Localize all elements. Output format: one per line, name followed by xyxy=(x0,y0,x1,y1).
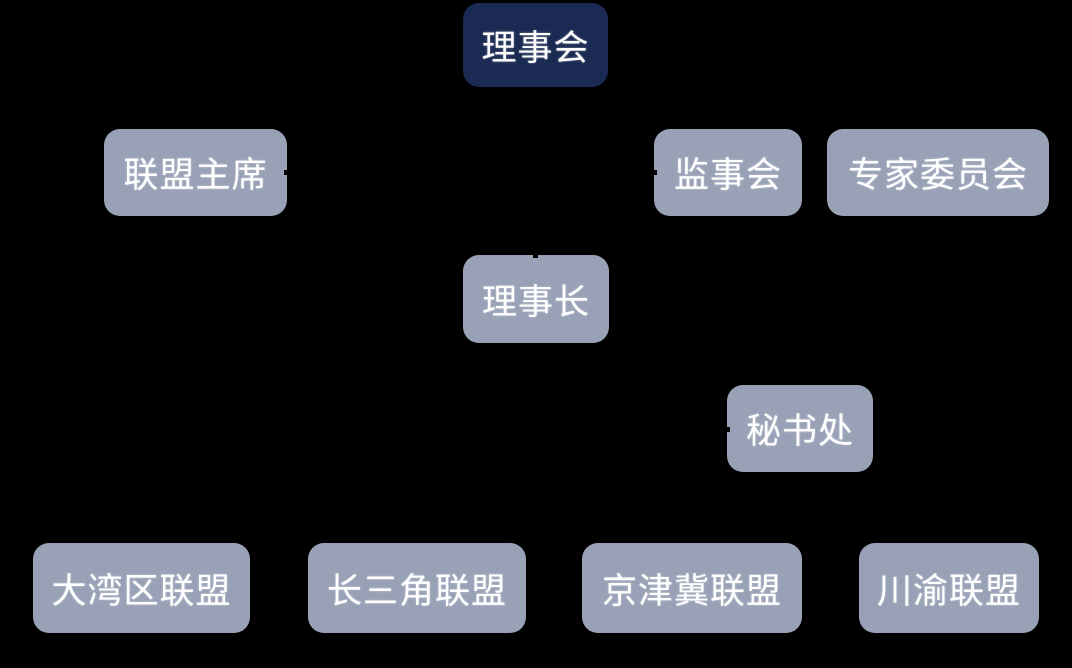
connector-stub xyxy=(654,170,657,175)
node-alliance-chairman: 联盟主席 xyxy=(104,129,287,216)
node-greater-bay-area-alliance: 大湾区联盟 xyxy=(33,543,250,633)
connector-stub xyxy=(727,427,730,432)
node-beijing-tianjin-hebei-alliance: 京津冀联盟 xyxy=(582,543,802,633)
node-sichuan-chongqing-alliance: 川渝联盟 xyxy=(859,543,1039,633)
node-board-of-directors: 理事会 xyxy=(463,3,608,87)
connector-stub xyxy=(284,170,287,175)
node-expert-committee: 专家委员会 xyxy=(827,129,1049,216)
node-council-chairman: 理事长 xyxy=(463,255,609,343)
connector-stub xyxy=(533,255,538,258)
node-yangtze-river-delta-alliance: 长三角联盟 xyxy=(308,543,526,633)
node-supervisory-board: 监事会 xyxy=(654,129,802,216)
node-secretariat: 秘书处 xyxy=(727,385,873,472)
